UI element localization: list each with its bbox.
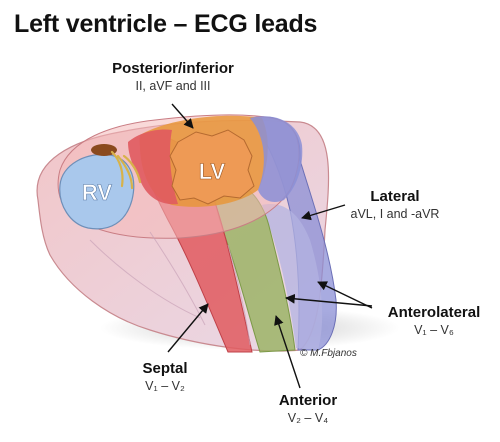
arrow-septal bbox=[167, 303, 209, 353]
coronary-branches-icon bbox=[110, 150, 142, 190]
lv-cavity bbox=[169, 129, 255, 205]
rv-cavity bbox=[59, 153, 135, 230]
label-anterolateral: Anterolateral V₁ – V₆ bbox=[378, 304, 490, 337]
interior-shading bbox=[89, 231, 251, 346]
septal-name: Septal bbox=[142, 360, 188, 377]
lateral-name: Lateral bbox=[370, 188, 420, 205]
signature: © M.Fbjanos bbox=[300, 348, 357, 359]
lateral-top-cap bbox=[250, 116, 303, 202]
arrow-lateral bbox=[301, 204, 346, 221]
label-posterior-inferior: Posterior/inferior II, aVF and III bbox=[98, 60, 248, 93]
arrow-anterolateral-1 bbox=[285, 293, 373, 307]
septal-top bbox=[128, 129, 178, 205]
anterior-name: Anterior bbox=[278, 392, 338, 409]
page-title: Left ventricle – ECG leads bbox=[14, 10, 318, 38]
anterolateral-wall bbox=[262, 204, 323, 350]
anterolateral-name: Anterolateral bbox=[387, 304, 481, 321]
posterior-inferior-leads: II, aVF and III bbox=[135, 79, 211, 93]
arrow-anterior bbox=[274, 315, 301, 389]
septal-leads: V₁ – V₂ bbox=[145, 379, 185, 393]
lv-label: LV bbox=[199, 159, 226, 184]
label-anterior: Anterior V₂ – V₄ bbox=[258, 392, 358, 425]
coronary-sinus-icon bbox=[91, 144, 117, 156]
anterolateral-leads: V₁ – V₆ bbox=[414, 323, 454, 337]
posterior-inferior-name: Posterior/inferior bbox=[112, 60, 234, 77]
lateral-leads: aVL, I and -aVR bbox=[350, 207, 440, 221]
rv-label: RV bbox=[82, 180, 112, 205]
label-septal: Septal V₁ – V₂ bbox=[120, 360, 210, 393]
arrow-posterior-inferior bbox=[171, 103, 194, 129]
label-lateral: Lateral aVL, I and -aVR bbox=[340, 188, 450, 221]
anterior-leads: V₂ – V₄ bbox=[287, 411, 329, 425]
arrow-anterolateral-2 bbox=[317, 281, 373, 309]
